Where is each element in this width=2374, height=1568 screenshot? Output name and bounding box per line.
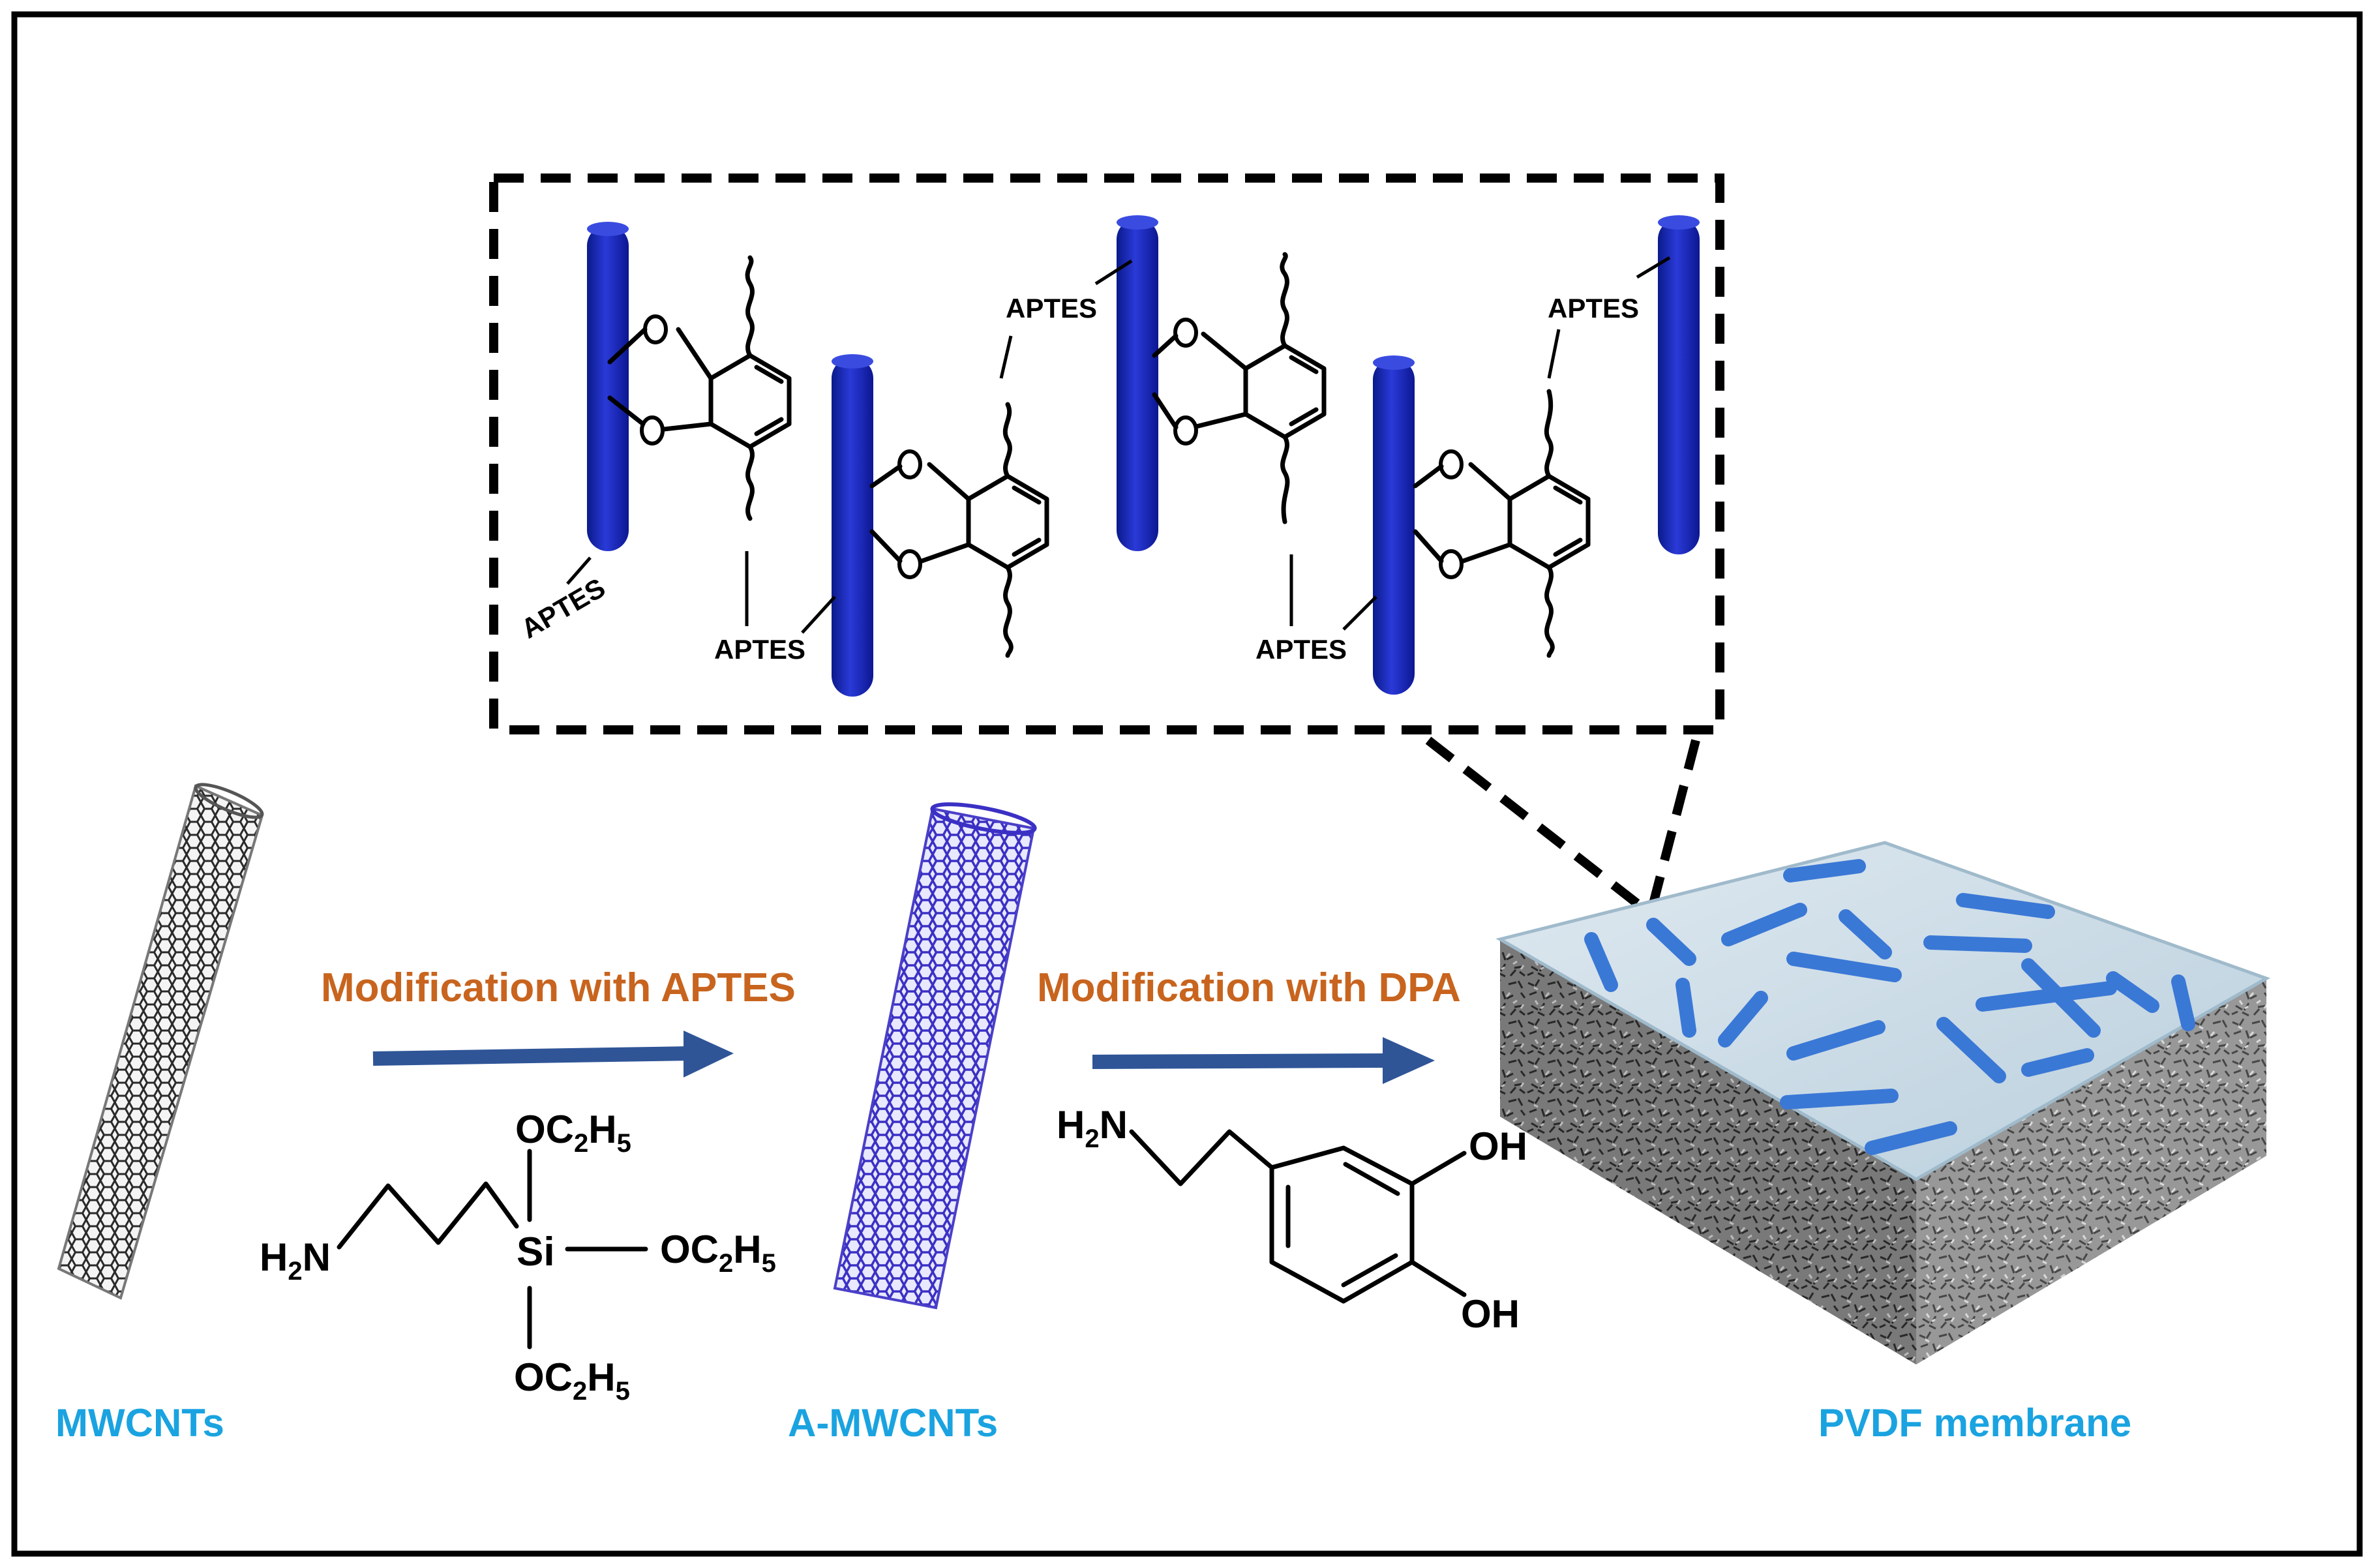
aptes-label: APTES [1006, 293, 1097, 324]
hydroxyl-top: OH [1469, 1124, 1527, 1168]
inset-cnt-rods [587, 215, 1700, 697]
amine-h: H [260, 1235, 288, 1279]
silicon-atom: Si [517, 1229, 555, 1274]
step1-label: Modification with APTES [321, 965, 796, 1010]
amine-n: N [303, 1235, 331, 1279]
catechol-group [1152, 252, 1327, 524]
pvdf-membrane-label: PVDF membrane [1818, 1401, 2131, 1445]
cnt-rod [1117, 215, 1158, 551]
step1-arrow [372, 1031, 734, 1078]
catechol-group [607, 255, 792, 521]
catechol-group [869, 402, 1049, 658]
amine-sub: 2 [288, 1257, 302, 1286]
svg-text:OC2H5: OC2H5 [514, 1355, 630, 1406]
cnt-rod [832, 354, 873, 697]
cnt-rod [1658, 215, 1700, 554]
catechol-group [1413, 389, 1591, 658]
step2-arrow [1092, 1037, 1435, 1084]
svg-text:H2N: H2N [1057, 1103, 1128, 1153]
svg-text:H2N: H2N [260, 1235, 331, 1286]
a-mwcnt-illustration [833, 802, 1037, 1310]
aptes-label: APTES [1548, 293, 1639, 324]
svg-text:OC2H5: OC2H5 [515, 1108, 631, 1158]
step2-label: Modification with DPA [1037, 965, 1461, 1010]
mwcnts-label: MWCNTs [55, 1401, 224, 1445]
dopamine-structure: H2N OH OH [1057, 1103, 1527, 1336]
zoom-line-right [1649, 739, 1700, 905]
svg-text:OC2H5: OC2H5 [660, 1228, 776, 1278]
aptes-label: APTES [714, 634, 805, 665]
inset-detail: APTES APTES APTES APTES APTES [489, 173, 1724, 907]
hydroxyl-bottom: OH [1461, 1292, 1520, 1336]
membrane-top-surface [1500, 843, 2266, 1179]
pvdf-membrane-block [1495, 841, 2270, 1364]
aptes-structure: H2N Si OC2H5 OC2H5 OC2H5 [260, 1108, 776, 1406]
a-mwcnts-label: A-MWCNTs [788, 1401, 998, 1445]
aptes-label: APTES [516, 572, 610, 644]
outer-frame [11, 11, 2363, 1557]
cnt-rod [1373, 355, 1415, 695]
zoom-line-left [1425, 736, 1640, 907]
membrane-cnt-rods [1584, 859, 2195, 1155]
cnt-rod [587, 222, 629, 551]
mwcnt-illustration [57, 783, 264, 1300]
dashed-inset-frame [489, 173, 1724, 734]
aptes-label: APTES [1255, 634, 1347, 665]
